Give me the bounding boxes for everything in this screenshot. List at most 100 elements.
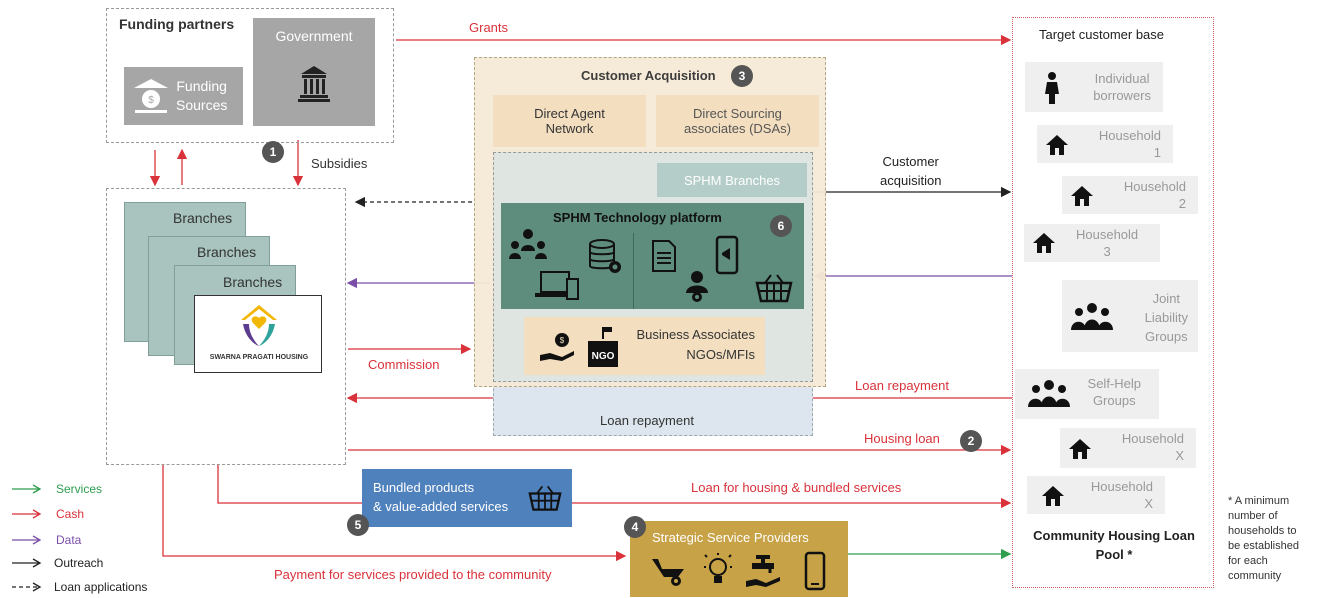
household-x1-label: Household X <box>1121 431 1184 463</box>
target-customer-base-box: Target customer base <box>1012 17 1214 588</box>
bundled-products-label: Bundled products & value-added services <box>373 480 509 514</box>
sphm-branches-label: SPHM Branches <box>683 172 781 188</box>
branch-label-3: Branches <box>223 274 283 290</box>
branch-label-1: Branches <box>173 210 233 226</box>
legend-cash-arrow-icon <box>12 509 42 519</box>
funding-sources-label: Funding Sources <box>176 78 228 113</box>
bank-icon: $ <box>134 79 168 113</box>
house-icon <box>1042 486 1064 506</box>
household-x1-box: Household X <box>1060 428 1196 468</box>
legend-loan-applications-arrow-icon <box>12 582 42 592</box>
badge-6: 6 <box>770 215 792 237</box>
swarna-logo-text: SWARNA PRAGATI HOUSING <box>209 354 309 361</box>
customer-acquisition-label: Customer acquisition <box>880 154 942 188</box>
funding-partners-box: Funding partners <box>106 8 394 143</box>
money-hand-icon: $ <box>540 333 574 361</box>
badge-2: 2 <box>960 430 982 452</box>
government-building-icon <box>298 66 330 102</box>
person-gear-icon <box>686 271 708 302</box>
business-associates-label: Business Associates NGOs/MFIs <box>636 327 755 362</box>
household-3-box: Household 3 <box>1024 224 1160 262</box>
customer-acquisition-title: Customer Acquisition <box>581 68 716 83</box>
legend-loan-applications-label: Loan applications <box>54 580 148 594</box>
individual-borrowers-box: Individual borrowers <box>1025 62 1163 112</box>
sphm-branches-chip: SPHM Branches <box>657 163 807 197</box>
tech-platform-title: SPHM Technology platform <box>553 210 722 225</box>
direct-agent-label: Direct Agent Network <box>534 106 605 136</box>
house-icon <box>1069 439 1091 459</box>
branch-label-2: Branches <box>197 244 257 260</box>
water-tap-icon <box>746 555 780 587</box>
household-x2-box: Household X <box>1027 476 1165 514</box>
legend-outreach-arrow-icon <box>12 558 42 568</box>
dsa-box: Direct Sourcing associates (DSAs) <box>656 95 819 147</box>
legend-data-arrow-icon <box>12 535 42 545</box>
funding-sources-box: $ Funding Sources <box>124 67 243 125</box>
loan-repayment-panel-label: Loan repayment <box>600 413 694 428</box>
government-box: Government <box>253 18 375 126</box>
person-icon <box>1045 72 1059 104</box>
loan-bundled-label: Loan for housing & bundled services <box>691 480 902 495</box>
legend-cash: Cash <box>12 505 84 523</box>
household-2-label: Household 2 <box>1123 179 1186 211</box>
shg-label: Self-Help Groups <box>1087 376 1141 408</box>
people-network-icon <box>509 229 547 259</box>
household-2-box: Household 2 <box>1062 176 1198 214</box>
house-icon <box>1033 233 1055 253</box>
badge-4: 4 <box>624 516 646 538</box>
footnote: * A minimum number of households to be e… <box>1228 495 1299 582</box>
dsa-label: Direct Sourcing associates (DSAs) <box>684 106 791 136</box>
badge-3: 3 <box>731 65 753 87</box>
strategic-providers-box: Strategic Service Providers <box>630 521 848 597</box>
government-label: Government <box>275 28 353 44</box>
payment-services-arrow <box>162 465 627 562</box>
bundled-basket-icon <box>528 485 562 511</box>
group-icon <box>1071 303 1113 330</box>
legend-services: Services <box>12 480 102 498</box>
database-gear-icon <box>589 239 621 273</box>
jlg-box: Joint Liability Groups <box>1062 280 1198 352</box>
individual-borrowers-label: Individual borrowers <box>1093 71 1151 103</box>
basket-icon <box>755 274 793 303</box>
swarna-pragati-logo <box>241 305 277 346</box>
grants-label: Grants <box>469 20 509 35</box>
target-customer-title: Target customer base <box>1039 27 1165 42</box>
business-associates-box: $ NGO Business Associates NGOs/MFIs <box>524 317 765 375</box>
legend-loan-applications: Loan applications <box>12 578 147 596</box>
svg-text:$: $ <box>148 95 154 106</box>
strategic-providers-label: Strategic Service Providers <box>652 530 809 545</box>
lightbulb-icon <box>704 553 732 583</box>
swarna-logo-card: SWARNA PRAGATI HOUSING <box>194 295 322 373</box>
to-bundled-line <box>217 465 362 504</box>
legend-data: Data <box>12 531 81 549</box>
household-x2-label: Household X <box>1090 479 1153 511</box>
house-icon <box>1046 135 1068 155</box>
svg-text:$: $ <box>560 336 565 345</box>
household-3-label: Household 3 <box>1076 227 1139 259</box>
shg-box: Self-Help Groups <box>1015 369 1159 419</box>
legend-outreach: Outreach <box>12 554 103 572</box>
mobile-phone-icon <box>804 551 826 591</box>
mobile-megaphone-icon <box>715 235 739 275</box>
subsidies-label: Subsidies <box>311 156 368 171</box>
community-pool-label: Community Housing Loan Pool * <box>1033 528 1195 562</box>
badge-1: 1 <box>262 141 284 163</box>
legend-data-label: Data <box>56 533 82 547</box>
wheelbarrow-icon <box>652 559 684 586</box>
legend-services-label: Services <box>56 482 103 496</box>
document-icon <box>652 240 676 272</box>
devices-icon <box>535 271 579 300</box>
commission-label: Commission <box>368 357 440 372</box>
bundled-products-box: Bundled products & value-added services <box>362 469 572 527</box>
group-icon <box>1028 380 1070 407</box>
household-1-label: Household 1 <box>1098 128 1161 160</box>
loan-repayment-label: Loan repayment <box>855 378 949 393</box>
legend-services-arrow-icon <box>12 484 42 494</box>
housing-loan-label: Housing loan <box>864 431 940 446</box>
house-icon <box>1071 186 1093 206</box>
tech-platform-box: SPHM Technology platform <box>501 203 804 309</box>
household-1-box: Household 1 <box>1037 125 1173 163</box>
ngo-text: NGO <box>592 351 615 362</box>
payment-services-label: Payment for services provided to the com… <box>274 567 552 582</box>
